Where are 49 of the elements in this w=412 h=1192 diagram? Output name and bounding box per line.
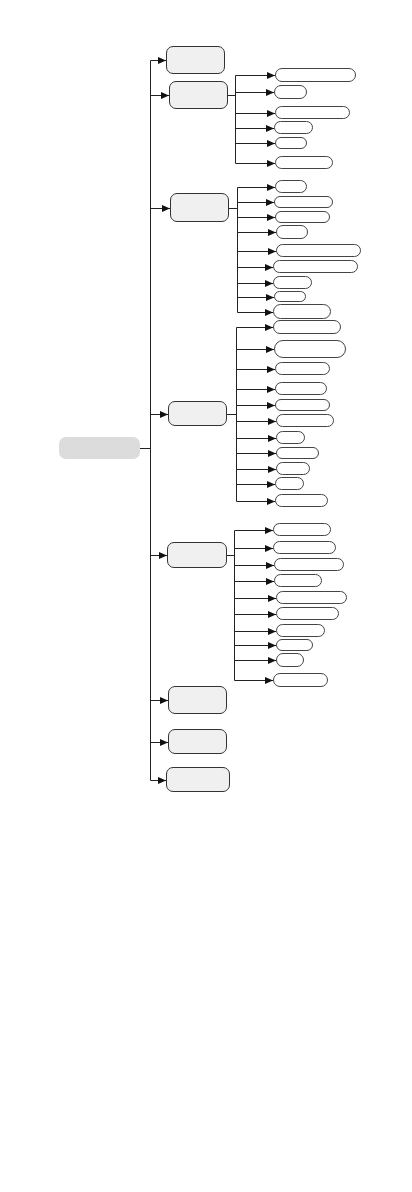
leaf-node-pill [274, 340, 346, 358]
branch-node-box [168, 729, 227, 754]
leaf-node-pill [273, 260, 358, 273]
leaf-node-pill [273, 523, 331, 536]
connector-arrow [226, 555, 274, 684]
root-node-box [59, 437, 140, 459]
leaf-node-pill [276, 624, 325, 637]
leaf-node-pill [275, 137, 307, 149]
leaf-node-pill [275, 362, 330, 375]
leaf-node-pill [275, 382, 327, 395]
leaf-node-pill [276, 607, 339, 620]
connector-arrow [226, 414, 276, 505]
leaf-node-pill [276, 244, 361, 257]
leaf-node-pill [275, 156, 333, 169]
leaf-node-pill [275, 68, 356, 82]
leaf-node-pill [276, 591, 347, 604]
leaf-node-pill [275, 180, 307, 193]
branch-node-box [169, 81, 228, 109]
branch-node-box [168, 401, 227, 426]
leaf-node-pill [275, 399, 330, 411]
connector-arrow [228, 208, 274, 316]
leaf-node-pill [276, 462, 310, 475]
leaf-node-pill [273, 276, 312, 289]
leaf-node-pill [273, 673, 328, 687]
branch-node-box [167, 542, 227, 568]
branch-node-box [170, 193, 229, 222]
leaf-node-pill [275, 494, 328, 507]
branch-node-box [166, 46, 225, 74]
leaf-node-pill [273, 304, 331, 319]
branch-node-box [166, 767, 230, 792]
leaf-node-pill [273, 320, 341, 334]
leaf-node-pill [276, 447, 319, 459]
leaf-node-pill [275, 477, 304, 490]
leaf-node-pill [276, 414, 334, 427]
leaf-node-pill [274, 291, 306, 302]
leaf-node-pill [274, 196, 333, 208]
leaf-node-pill [276, 225, 308, 239]
leaf-node-pill [274, 574, 322, 587]
leaf-node-pill [275, 211, 330, 223]
branch-node-box [168, 686, 227, 714]
leaf-node-pill [273, 541, 336, 554]
leaf-node-pill [276, 639, 313, 651]
leaf-node-pill [275, 106, 350, 119]
leaf-node-pill [274, 85, 307, 99]
connector-arrow [227, 95, 276, 167]
leaf-node-pill [274, 558, 344, 571]
leaf-node-pill [274, 121, 313, 134]
leaf-node-pill [276, 653, 304, 667]
leaf-node-pill [276, 431, 305, 444]
